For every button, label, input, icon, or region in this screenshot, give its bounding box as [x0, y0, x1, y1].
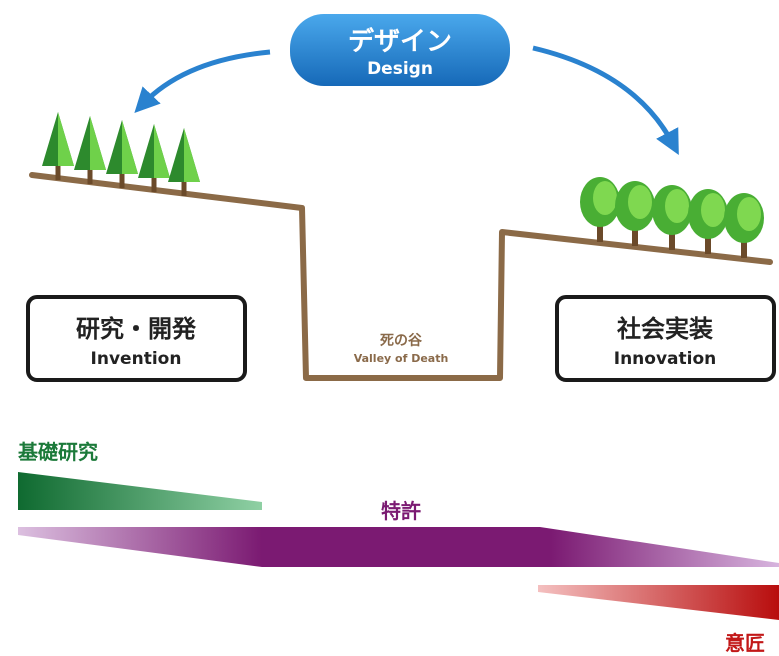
innovation-box-subtitle: Innovation: [614, 349, 717, 369]
valley-subtitle: Valley of Death: [354, 352, 449, 365]
design-pill-subtitle: Design: [367, 59, 433, 79]
basic-research-bar: [18, 472, 262, 510]
invention-box-title: 研究・開発: [76, 315, 197, 343]
basic-research-label: 基礎研究: [18, 440, 98, 464]
design-right-label: 意匠: [725, 631, 765, 655]
curved-arrow-icon: [134, 49, 271, 114]
invention-box-subtitle: Invention: [91, 349, 182, 369]
patent-label: 特許: [381, 499, 421, 523]
valley-ground-line: [29, 172, 773, 381]
conifer-tree-icon: [42, 112, 200, 196]
curved-arrow-icon: [532, 45, 679, 156]
design-right-bar: [538, 585, 779, 620]
design-pill: デザイン Design: [290, 14, 510, 86]
design-pill-title: デザイン: [348, 26, 452, 57]
innovation-box: 社会実装 Innovation: [555, 295, 776, 382]
innovation-box-title: 社会実装: [617, 315, 713, 343]
valley-title: 死の谷: [379, 333, 423, 349]
invention-box: 研究・開発 Invention: [26, 295, 247, 382]
patent-bar: [18, 527, 779, 567]
